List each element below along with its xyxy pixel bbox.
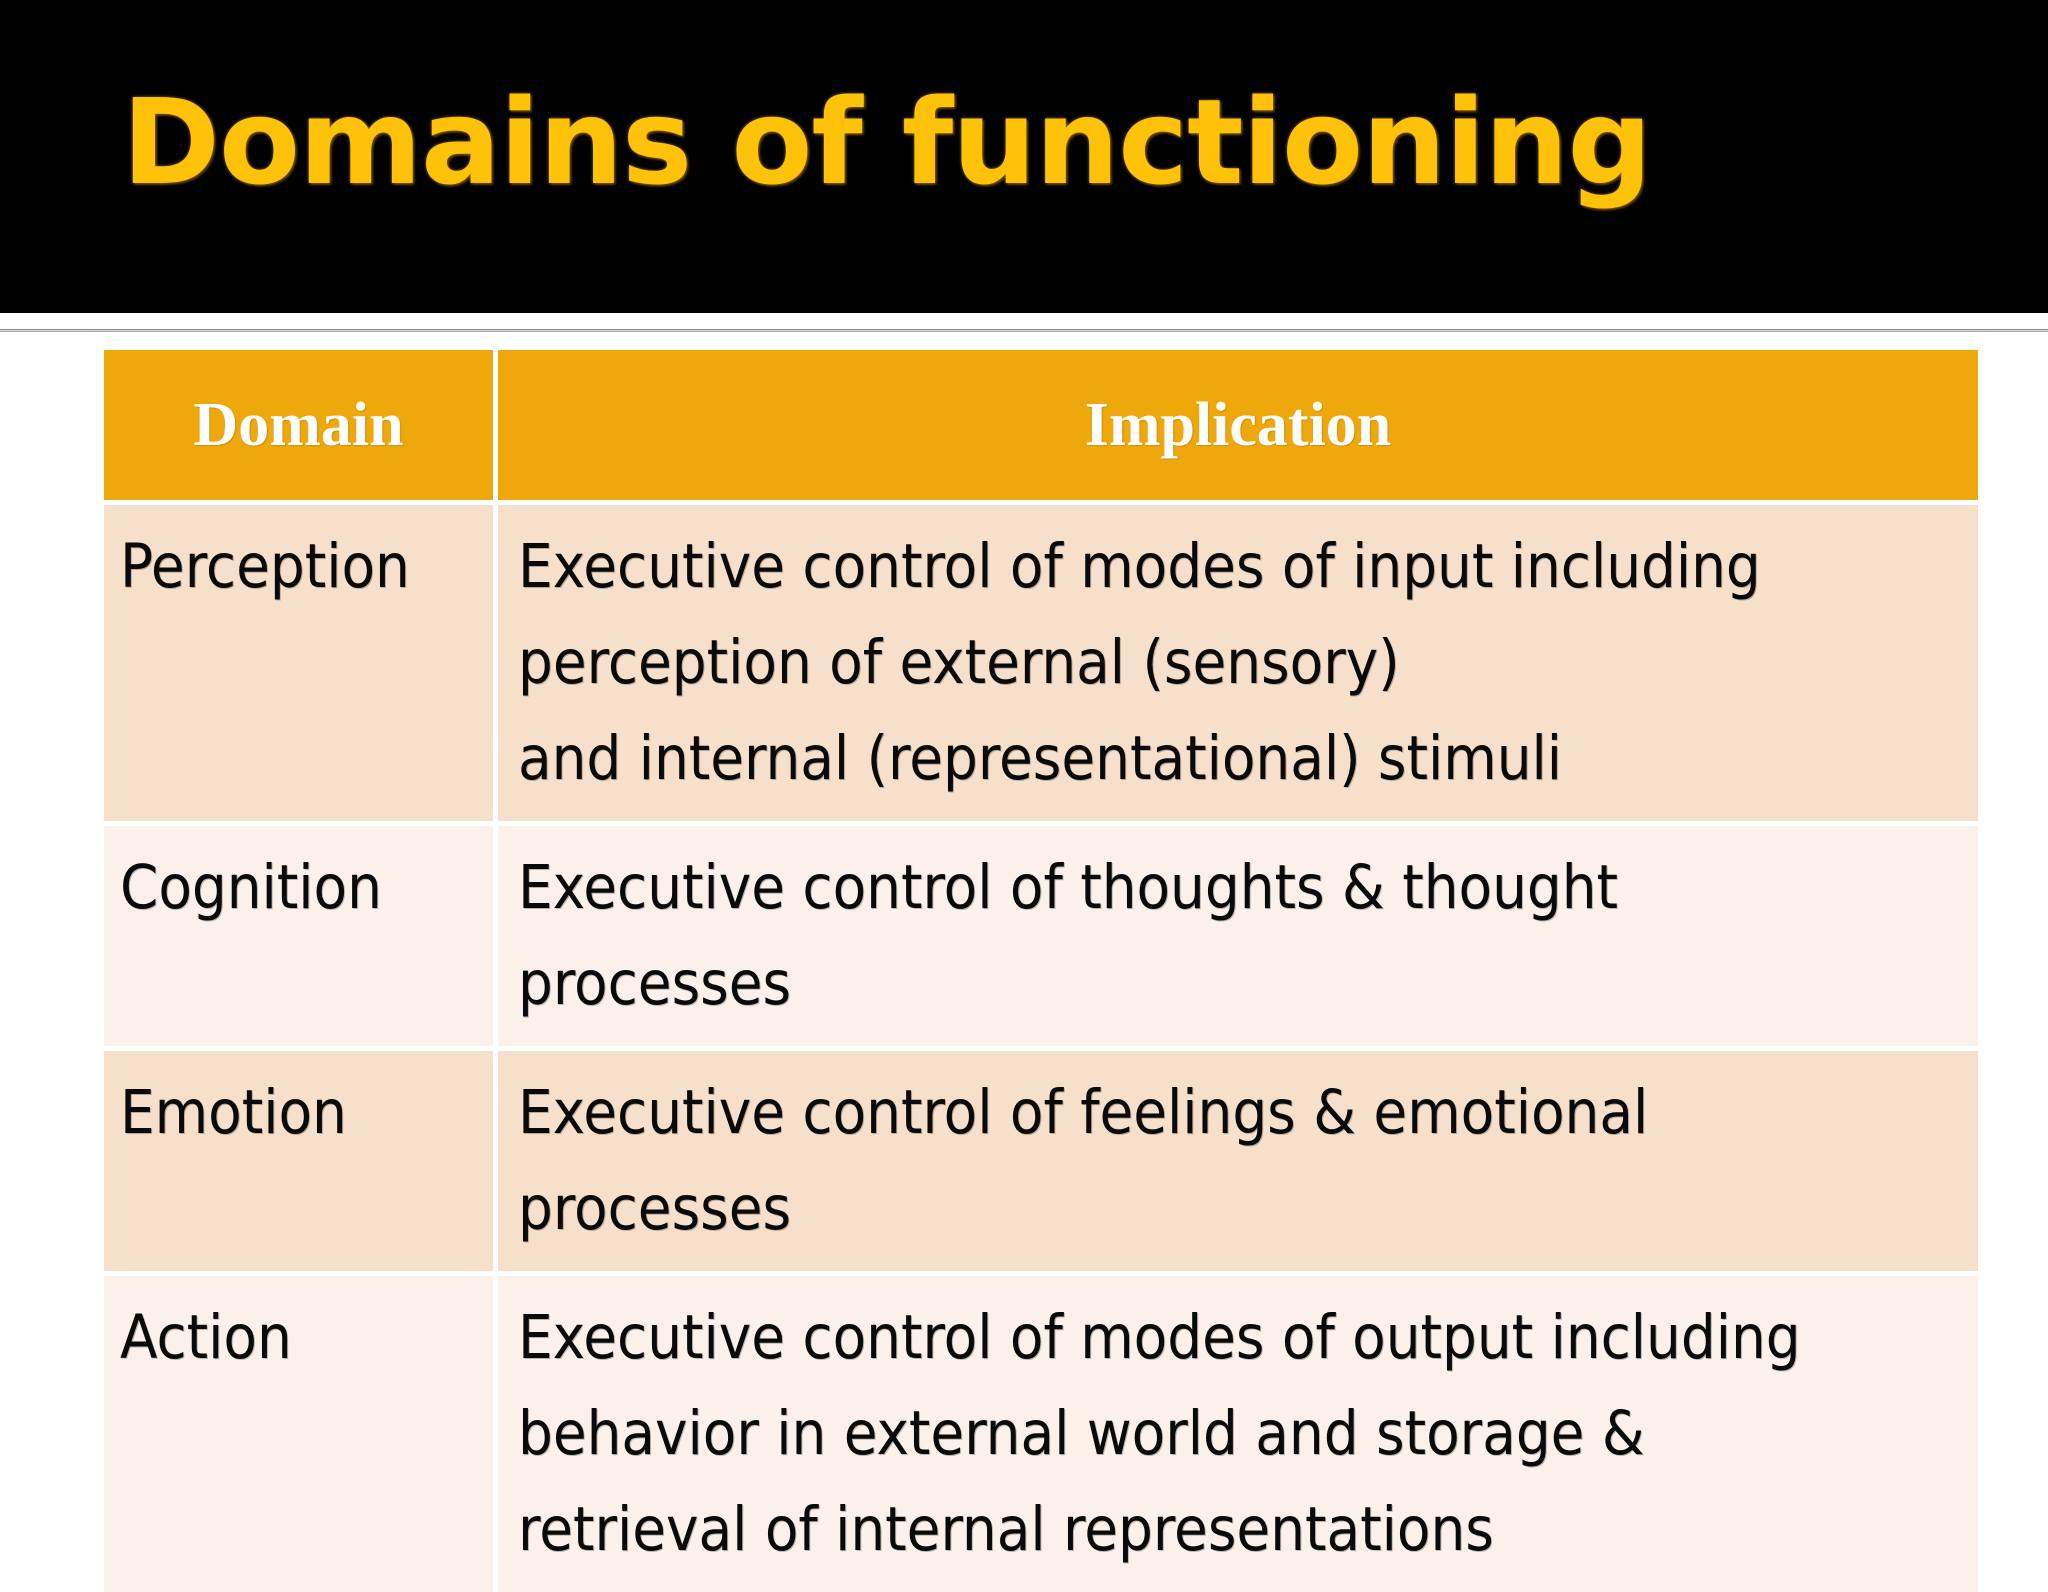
implication-line: processes xyxy=(518,948,792,1019)
table-row: Emotion Executive control of feelings & e… xyxy=(104,1051,1978,1276)
title-band: Domains of functioning xyxy=(0,0,2048,313)
implication-line: and internal (representational) stimuli xyxy=(518,723,1563,794)
implication-line: Executive control of modes of output inc… xyxy=(518,1302,1801,1373)
cell-implication: Executive control of thoughts & thought p… xyxy=(498,826,1978,1051)
page-title: Domains of functioning xyxy=(122,73,1652,211)
cell-implication: Executive control of feelings & emotiona… xyxy=(498,1051,1978,1276)
implication-line: retrieval of internal representations xyxy=(518,1494,1494,1565)
implication-line: Executive control of feelings & emotiona… xyxy=(518,1077,1649,1148)
implication-line: Executive control of thoughts & thought xyxy=(518,852,1619,923)
table-header: Domain Implication xyxy=(104,350,1978,505)
cell-domain: Cognition xyxy=(104,826,498,1051)
cell-implication: Executive control of modes of input incl… xyxy=(498,505,1978,826)
cell-domain: Action xyxy=(104,1276,498,1592)
column-header-domain: Domain xyxy=(104,350,498,505)
implication-line: behavior in external world and storage & xyxy=(518,1398,1645,1469)
table-row: Perception Executive control of modes of … xyxy=(104,505,1978,826)
cell-domain: Perception xyxy=(104,505,498,826)
implication-line: processes xyxy=(518,1173,792,1244)
table-row: Action Executive control of modes of outp… xyxy=(104,1276,1978,1592)
column-header-implication: Implication xyxy=(498,350,1978,505)
title-divider-rule xyxy=(0,328,2048,333)
implication-line: perception of external (sensory) xyxy=(518,627,1400,698)
cell-implication: Executive control of modes of output inc… xyxy=(498,1276,1978,1592)
table-header-row: Domain Implication xyxy=(104,350,1978,505)
implication-line: Executive control of modes of input incl… xyxy=(518,531,1761,602)
cell-domain: Emotion xyxy=(104,1051,498,1276)
